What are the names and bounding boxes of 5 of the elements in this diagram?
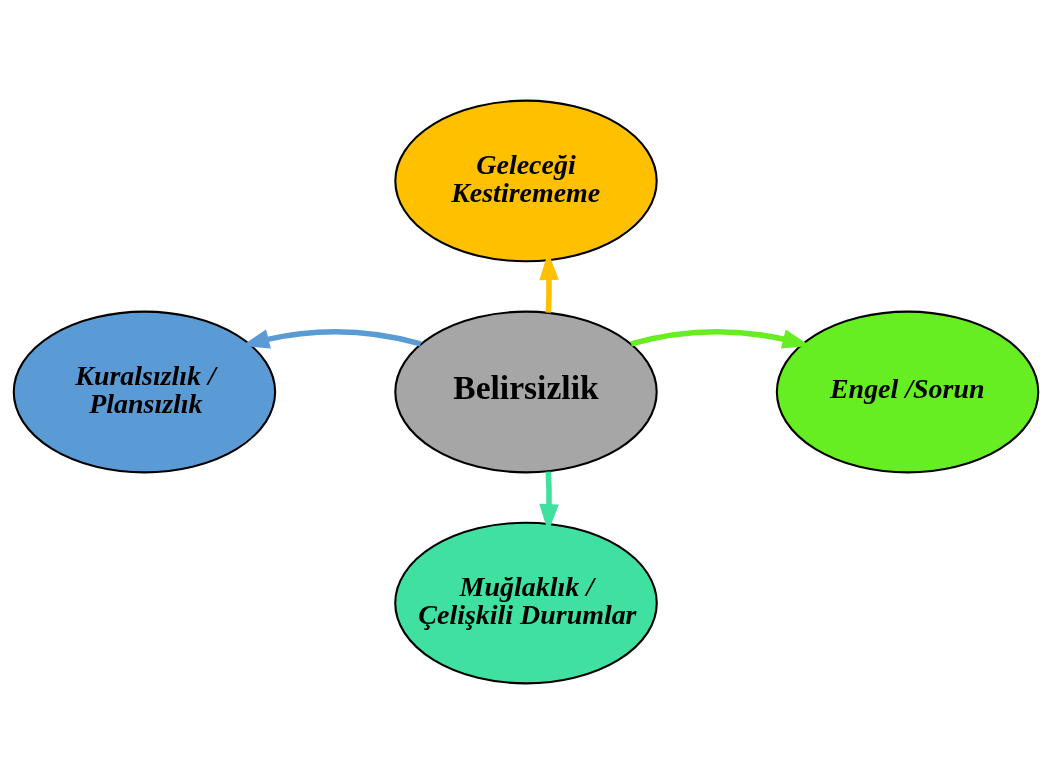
node-ellipse: Geleceği Kestirememe (394, 99, 658, 263)
node-ellipse: Engel /Sorun (775, 310, 1040, 474)
node-ellipse: Muğlaklık / Çelişkili Durumlar (394, 521, 658, 685)
node-ellipse: Kuralsızlık / Plansızlık (12, 310, 277, 474)
node-ellipse: Belirsizlik (394, 310, 658, 474)
